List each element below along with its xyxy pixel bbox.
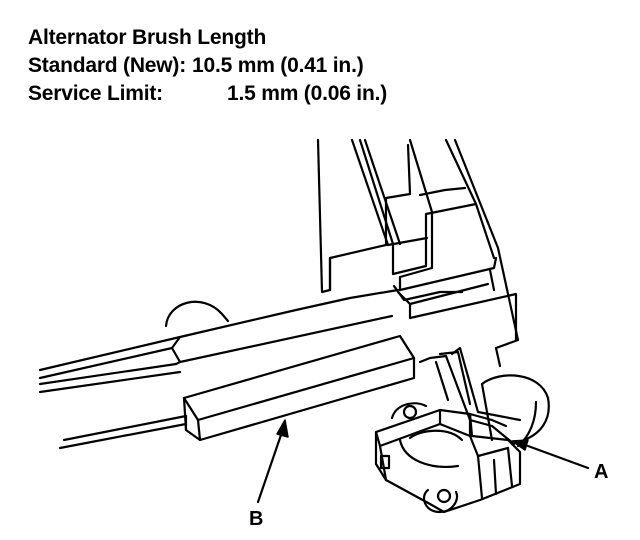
spec-limit-row: Service Limit: 1.5 mm (0.06 in.): [28, 80, 468, 108]
callout-b-arrowhead: [276, 419, 289, 438]
standard-value: 10.5 mm (0.41 in.): [192, 54, 364, 77]
specification-block: Alternator Brush Length Standard (New):1…: [28, 24, 468, 108]
callout-label-a: A: [594, 461, 609, 483]
callout-a-arrowhead: [511, 439, 529, 451]
caliper-slider-block: [182, 334, 416, 442]
caliper-measuring-blade: [418, 346, 522, 446]
spec-title: Alternator Brush Length: [28, 26, 267, 49]
limit-label: Service Limit:: [28, 82, 163, 105]
spec-standard-row: Standard (New):10.5 mm (0.41 in.): [28, 52, 468, 80]
caliper-jaw: [316, 138, 520, 368]
limit-value: 1.5 mm (0.06 in.): [227, 82, 387, 105]
callout-b-leader: [256, 430, 284, 504]
caliper-beam: [38, 288, 400, 450]
caliper-thumb-knob: [164, 300, 230, 328]
standard-label: Standard (New):: [28, 54, 187, 77]
callout-a-leader: [526, 444, 590, 470]
callout-label-b: B: [249, 508, 264, 530]
brush-holder: [374, 374, 550, 514]
